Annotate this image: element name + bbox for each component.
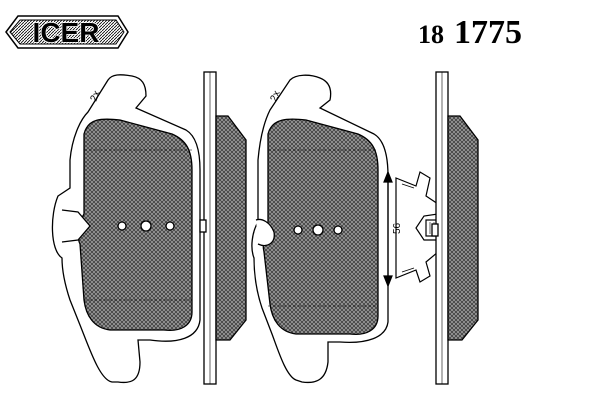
part-number-prefix: 18	[418, 20, 444, 49]
left-pad-quantity: 2x	[89, 89, 103, 103]
right-pad-side-view	[431, 71, 479, 385]
right-side-friction	[447, 115, 479, 341]
right-backing-plate	[251, 74, 389, 384]
sensor-dimension: 56	[392, 222, 403, 234]
icer-logo: ICER	[5, 15, 129, 49]
left-friction-material	[77, 118, 193, 332]
svg-text:ICER: ICER	[33, 17, 100, 48]
left-pad-side-view	[199, 71, 247, 385]
left-backing-plate	[51, 74, 201, 384]
right-pad-front-view	[251, 74, 389, 384]
logo-diamond	[5, 15, 129, 49]
right-pad-quantity: 2x	[269, 89, 283, 103]
left-side-friction	[215, 115, 247, 341]
part-number-main: 1775	[454, 14, 522, 51]
part-number: 18 1775	[418, 14, 522, 52]
left-pad-front-view	[51, 74, 201, 384]
